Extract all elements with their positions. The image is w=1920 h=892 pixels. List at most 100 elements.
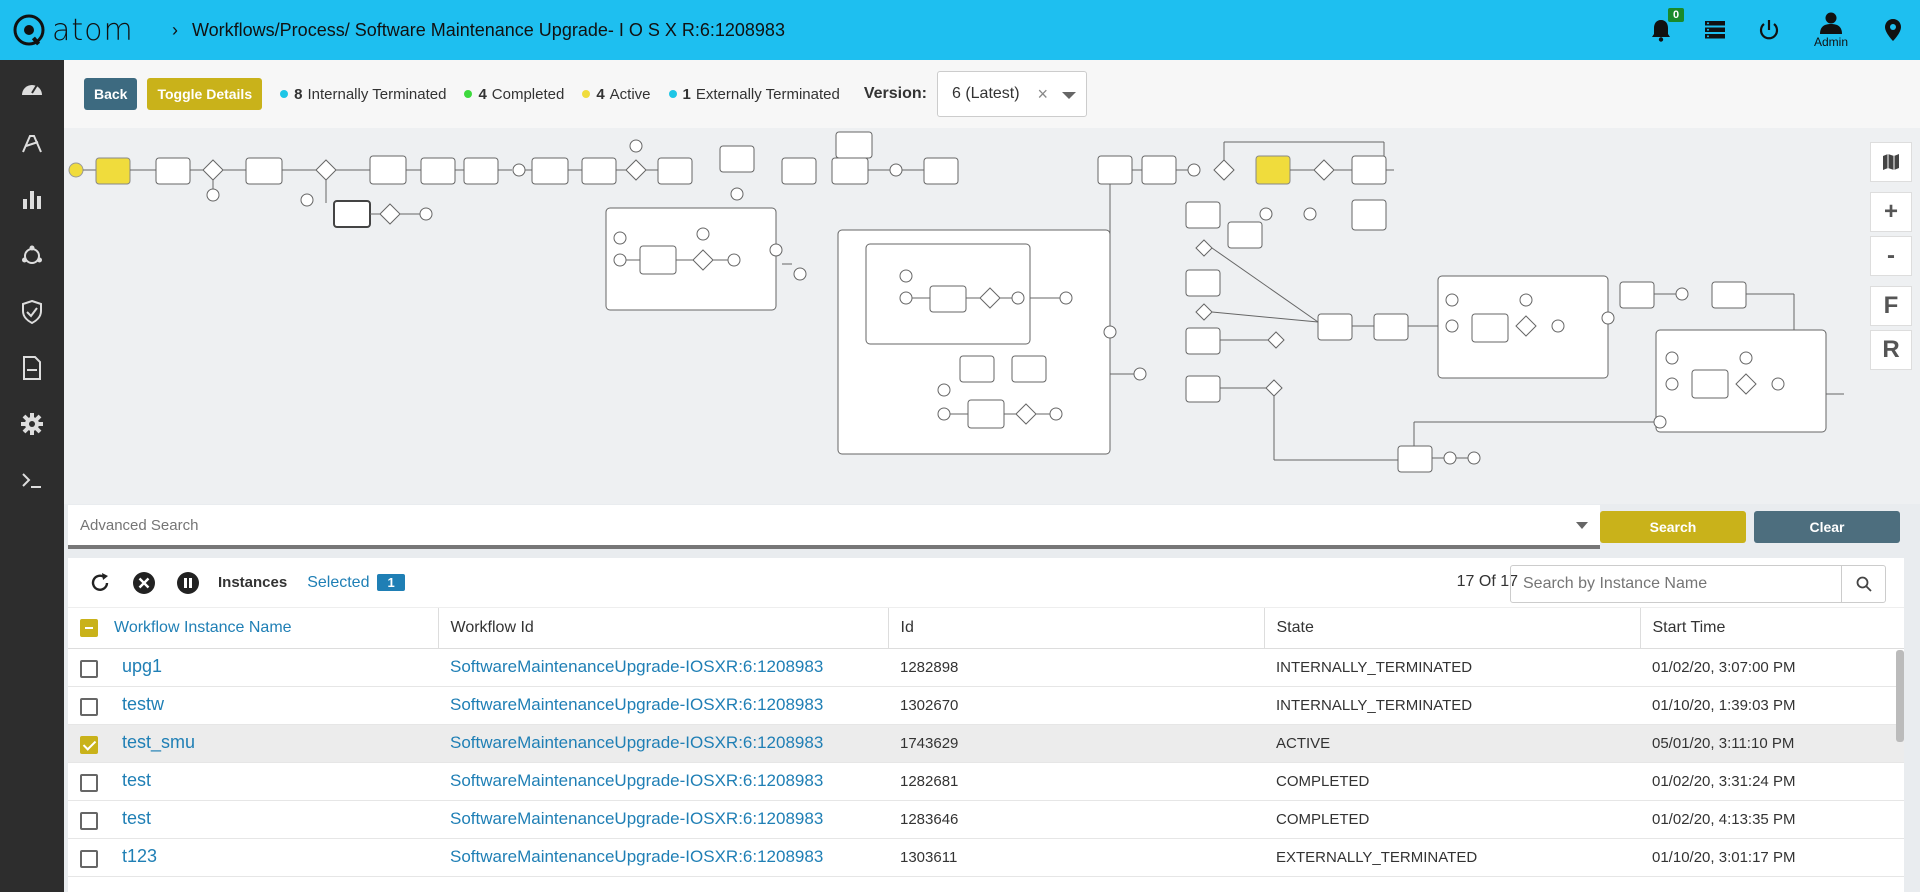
column-header-start-time[interactable]: Start Time bbox=[1640, 608, 1904, 649]
instance-search-input[interactable] bbox=[1511, 566, 1841, 602]
sidebar-item-design[interactable] bbox=[0, 116, 64, 172]
refresh-button[interactable] bbox=[82, 565, 118, 601]
cell-id: 1282681 bbox=[888, 762, 1264, 801]
dashboard-gauge-icon bbox=[22, 84, 42, 95]
selected-label[interactable]: Selected bbox=[307, 573, 370, 591]
sidebar-item-dashboard[interactable] bbox=[0, 60, 64, 116]
server-button[interactable] bbox=[1688, 0, 1742, 60]
table-row[interactable]: upg1 SoftwareMaintenanceUpgrade-IOSXR:6:… bbox=[68, 648, 1904, 687]
table-row[interactable]: test SoftwareMaintenanceUpgrade-IOSXR:6:… bbox=[68, 800, 1904, 839]
workflow-id-link[interactable]: SoftwareMaintenanceUpgrade-IOSXR:6:12089… bbox=[450, 809, 824, 828]
instances-title: Instances bbox=[218, 574, 288, 591]
instance-search-button[interactable] bbox=[1841, 566, 1885, 602]
stat-label: Active bbox=[609, 85, 651, 103]
clear-version-icon[interactable]: × bbox=[1037, 84, 1048, 104]
sidebar-item-analytics[interactable] bbox=[0, 172, 64, 228]
table-row[interactable]: testw SoftwareMaintenanceUpgrade-IOSXR:6… bbox=[68, 686, 1904, 725]
cell-workflow-id: SoftwareMaintenanceUpgrade-IOSXR:6:12089… bbox=[438, 800, 888, 839]
row-checkbox[interactable] bbox=[80, 735, 98, 754]
cell-instance-name: testw bbox=[68, 686, 438, 725]
workflow-id-link[interactable]: SoftwareMaintenanceUpgrade-IOSXR:6:12089… bbox=[450, 771, 824, 790]
status-dot-icon bbox=[464, 90, 473, 98]
status-dot-icon bbox=[668, 90, 677, 98]
search-button[interactable]: Search bbox=[1600, 511, 1746, 543]
cell-start-time: 01/02/20, 3:31:24 PM bbox=[1640, 762, 1904, 801]
location-button[interactable] bbox=[1866, 0, 1920, 60]
power-button[interactable] bbox=[1742, 0, 1796, 60]
notifications-button[interactable]: 0 bbox=[1634, 0, 1688, 60]
sidebar-item-terminal[interactable] bbox=[0, 452, 64, 508]
workflow-id-link[interactable]: SoftwareMaintenanceUpgrade-IOSXR:6:12089… bbox=[450, 695, 824, 714]
cell-start-time: 05/01/20, 3:11:10 PM bbox=[1640, 724, 1904, 763]
status-dot-icon bbox=[582, 90, 591, 98]
stat-label: Externally Terminated bbox=[695, 85, 840, 103]
cell-state: INTERNALLY_TERMINATED bbox=[1264, 686, 1640, 725]
table-scrollbar[interactable] bbox=[1896, 650, 1904, 742]
stat-active: 4 Active bbox=[582, 85, 651, 103]
row-checkbox[interactable] bbox=[80, 659, 98, 678]
notification-count-badge: 0 bbox=[1668, 8, 1685, 22]
diagram-controls: + - F R bbox=[1870, 142, 1912, 374]
shield-check-icon bbox=[22, 300, 42, 324]
user-label: Admin bbox=[1813, 34, 1848, 49]
instance-name-link[interactable]: test bbox=[122, 770, 152, 791]
cell-start-time: 01/02/20, 4:13:35 PM bbox=[1640, 800, 1904, 839]
column-header-workflow-id[interactable]: Workflow Id bbox=[438, 608, 889, 649]
instance-name-link[interactable]: test bbox=[122, 808, 152, 829]
reset-button[interactable]: R bbox=[1870, 330, 1912, 370]
stat-count: 4 bbox=[478, 85, 487, 103]
sidebar-item-documents[interactable] bbox=[0, 340, 64, 396]
document-icon bbox=[23, 356, 41, 380]
workflow-id-link[interactable]: SoftwareMaintenanceUpgrade-IOSXR:6:12089… bbox=[450, 657, 824, 676]
column-header-id[interactable]: Id bbox=[888, 608, 1265, 649]
sidebar-item-compliance[interactable] bbox=[0, 284, 64, 340]
version-label: Version: bbox=[863, 85, 927, 102]
cell-workflow-id: SoftwareMaintenanceUpgrade-IOSXR:6:12089… bbox=[438, 686, 888, 725]
caret-down-icon[interactable] bbox=[1576, 522, 1588, 529]
row-checkbox[interactable] bbox=[80, 773, 98, 792]
terminate-button[interactable] bbox=[126, 565, 162, 601]
user-menu[interactable]: Admin bbox=[1796, 0, 1866, 60]
instance-name-link[interactable]: test_smu bbox=[122, 732, 196, 753]
cell-instance-name: test bbox=[68, 762, 438, 801]
cell-state: COMPLETED bbox=[1264, 762, 1640, 801]
clear-button[interactable]: Clear bbox=[1754, 511, 1900, 543]
cell-id: 1302670 bbox=[888, 686, 1264, 725]
zoom-in-button[interactable]: + bbox=[1870, 192, 1912, 232]
cell-start-time: 01/10/20, 1:39:03 PM bbox=[1640, 686, 1904, 725]
cell-id: 1283646 bbox=[888, 800, 1264, 839]
row-checkbox[interactable] bbox=[80, 697, 98, 716]
row-checkbox[interactable] bbox=[80, 811, 98, 830]
sidebar-item-settings[interactable] bbox=[0, 396, 64, 452]
table-row[interactable]: t123 SoftwareMaintenanceUpgrade-IOSXR:6:… bbox=[68, 838, 1904, 877]
minimap-button[interactable] bbox=[1870, 142, 1912, 182]
back-button[interactable]: Back bbox=[84, 78, 138, 110]
stat-count: 4 bbox=[596, 85, 605, 103]
row-checkbox[interactable] bbox=[80, 849, 98, 868]
toggle-details-button[interactable]: Toggle Details bbox=[147, 78, 263, 110]
instance-name-link[interactable]: testw bbox=[122, 694, 165, 715]
advanced-search[interactable] bbox=[68, 505, 1600, 549]
table-row[interactable]: test_smu SoftwareMaintenanceUpgrade-IOSX… bbox=[68, 724, 1904, 763]
workflow-diagram-canvas[interactable] bbox=[64, 128, 1846, 504]
advanced-search-input[interactable] bbox=[68, 505, 1600, 545]
map-icon bbox=[1883, 154, 1899, 170]
zoom-out-button[interactable]: - bbox=[1870, 236, 1912, 276]
fit-button[interactable]: F bbox=[1870, 286, 1912, 326]
sidebar-item-workflows[interactable] bbox=[0, 228, 64, 284]
workflow-id-link[interactable]: SoftwareMaintenanceUpgrade-IOSXR:6:12089… bbox=[450, 847, 824, 866]
selected-count-badge: 1 bbox=[377, 574, 405, 591]
version-select[interactable]: 6 (Latest) × bbox=[936, 71, 1087, 117]
workflow-diagram[interactable]: + - F R bbox=[64, 128, 1920, 504]
workflow-id-link[interactable]: SoftwareMaintenanceUpgrade-IOSXR:6:12089… bbox=[450, 733, 824, 752]
server-list-icon bbox=[1705, 21, 1725, 39]
instance-name-link[interactable]: t123 bbox=[122, 846, 158, 867]
column-header-instance-name[interactable]: Workflow Instance Name bbox=[68, 608, 439, 649]
atom-logo[interactable]: atom bbox=[12, 13, 142, 48]
caret-down-icon[interactable] bbox=[1061, 92, 1076, 99]
instance-name-link[interactable]: upg1 bbox=[122, 656, 163, 677]
select-all-checkbox[interactable] bbox=[80, 618, 98, 637]
column-header-state[interactable]: State bbox=[1264, 608, 1641, 649]
table-row[interactable]: test SoftwareMaintenanceUpgrade-IOSXR:6:… bbox=[68, 762, 1904, 801]
pause-button[interactable] bbox=[170, 565, 206, 601]
